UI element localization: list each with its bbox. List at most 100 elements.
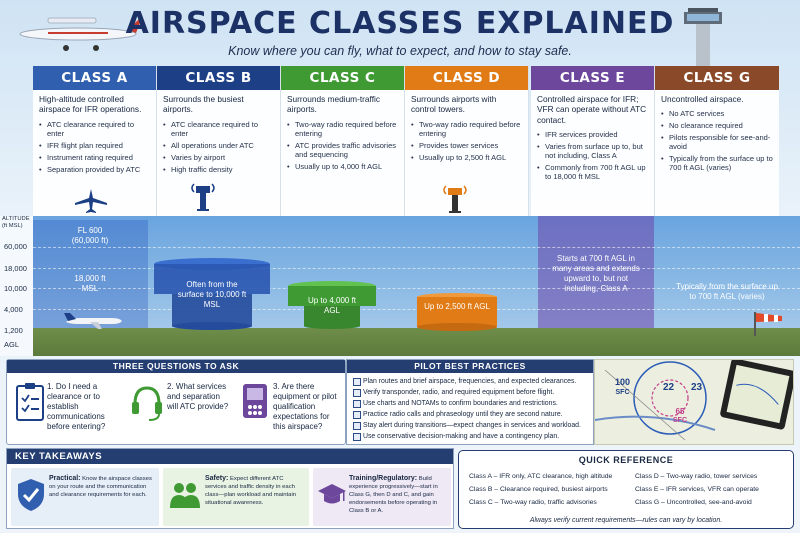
- list-item: Usually up to 4,000 ft AGL: [287, 162, 398, 171]
- ground-strip: [33, 328, 800, 356]
- control-tower-icon: [684, 8, 722, 68]
- list-item: ATC clearance required to enter: [39, 120, 150, 138]
- list-item: Stay alert during transitions—expect cha…: [353, 420, 587, 431]
- list-item: All operations under ATC: [163, 141, 274, 150]
- list-item: Use conservative decision-making and hav…: [353, 431, 587, 442]
- class-b-airspace-shape: [154, 258, 270, 330]
- three-questions-panel: THREE QUESTIONS TO ASK 1. Do I need a cl…: [6, 359, 346, 445]
- list-item: Separation provided by ATC: [39, 165, 150, 174]
- page-subtitle: Know where you can fly, what to expect, …: [228, 44, 572, 58]
- class-e-desc: Controlled airspace for IFR; VFR can ope…: [537, 94, 647, 125]
- list-item: Use charts and NOTAMs to confirm boundar…: [353, 398, 587, 409]
- list-item: High traffic density: [163, 165, 274, 174]
- clipboard-icon: [16, 383, 44, 421]
- column-class-g: CLASS G Uncontrolled airspace. No ATC se…: [655, 66, 779, 216]
- tower-signal-icon: [191, 183, 215, 211]
- list-item: Varies from surface up to, but not inclu…: [537, 142, 648, 160]
- class-a-top-label: FL 600(60,000 ft): [71, 226, 109, 245]
- shield-check-icon: [18, 479, 44, 511]
- class-g-desc: Uncontrolled airspace.: [661, 94, 744, 104]
- list-item: Varies by airport: [163, 153, 274, 162]
- class-d-desc: Surrounds airports with control towers.: [411, 94, 497, 115]
- takeaway-training-text: Training/Regulatory: Build experience pr…: [349, 475, 438, 514]
- altitude-gridline: [33, 268, 800, 269]
- column-class-a: CLASS A High-altitude controlled airspac…: [33, 66, 157, 216]
- altitude-axis: ALTITUDE(ft MSL) 60,000 18,000 10,000 4,…: [0, 216, 33, 356]
- class-b-zone-label: Often from the surface to 10,000 ft MSL: [177, 280, 247, 309]
- tower-signal-icon: [443, 185, 467, 213]
- list-item: Verify transponder, radio, and required …: [353, 387, 587, 398]
- quickref-line: Class A – IFR only, ATC clearance, high …: [469, 473, 613, 480]
- airliner-icon: [64, 313, 122, 329]
- quick-reference-panel: QUICK REFERENCE Class A – IFR only, ATC …: [458, 450, 794, 529]
- class-d-header: CLASS D: [405, 66, 528, 90]
- question-1-text: 1. Do I need a clearance or to establish…: [47, 382, 106, 431]
- header: AIRSPACE CLASSES EXPLAINED Know where yo…: [0, 0, 800, 68]
- class-columns: CLASS A High-altitude controlled airspac…: [33, 66, 780, 216]
- altitude-diagram: ALTITUDE(ft MSL) 60,000 18,000 10,000 4,…: [0, 216, 800, 356]
- class-d-airspace-shape: [417, 293, 497, 331]
- takeaway-training: Training/Regulatory: Build experience pr…: [313, 468, 451, 526]
- takeaway-practical: Practical: Know the airspace classes on …: [11, 468, 159, 526]
- altitude-tick: AGL: [4, 340, 20, 349]
- column-class-c: CLASS C Surrounds medium-traffic airport…: [281, 66, 405, 216]
- altitude-gridline: [33, 247, 800, 248]
- class-e-header: CLASS E: [531, 66, 654, 90]
- class-a-desc: High-altitude controlled airspace for IF…: [39, 94, 142, 115]
- list-item: Two-way radio required before entering: [287, 120, 398, 138]
- class-a-zone: [33, 220, 148, 328]
- class-g-zone-label: Typically from the surface up to 700 ft …: [676, 282, 778, 301]
- class-b-desc: Surrounds the busiest airports.: [163, 94, 244, 115]
- class-a-header: CLASS A: [33, 66, 156, 90]
- quick-reference-footer: Always verify current requirements—rules…: [529, 517, 723, 524]
- list-item: ATC clearance required to enter: [163, 120, 274, 138]
- quickref-line: Class C – Two-way radio, traffic advisor…: [469, 499, 597, 506]
- question-3-text: 3. Are there equipment or pilot qualific…: [273, 382, 337, 431]
- radio-device-icon: [243, 384, 267, 418]
- people-icon: [170, 483, 200, 508]
- takeaway-practical-text: Practical: Know the airspace classes on …: [49, 475, 152, 498]
- altitude-tick: 18,000: [4, 264, 27, 273]
- altitude-tick: 1,200: [4, 326, 23, 335]
- list-item: No clearance required: [661, 121, 773, 130]
- column-class-b: CLASS B Surrounds the busiest airports. …: [157, 66, 281, 216]
- list-item: Typically from the surface up to 700 ft …: [661, 154, 773, 172]
- chart-label: 22: [663, 382, 675, 393]
- best-practices-panel: PILOT BEST PRACTICES Plan routes and bri…: [346, 359, 594, 445]
- windsock-icon: [754, 312, 782, 336]
- class-c-airspace-shape: [288, 281, 376, 329]
- list-item: ATC provides traffic advisories and sequ…: [287, 141, 398, 159]
- class-c-header: CLASS C: [281, 66, 404, 90]
- quick-reference-title: QUICK REFERENCE: [578, 455, 674, 465]
- key-takeaways-title: KEY TAKEAWAYS: [7, 449, 453, 464]
- quickref-line: Class E – IFR services, VFR can operate: [635, 486, 759, 493]
- graduation-cap-icon: [318, 484, 346, 504]
- list-item: No ATC services: [661, 109, 773, 118]
- altitude-tick: 4,000: [4, 305, 23, 314]
- class-e-zone-label: Starts at 700 ft AGL in many areas and e…: [552, 254, 640, 293]
- altitude-tick: 10,000: [4, 284, 27, 293]
- list-item: Plan routes and brief airspace, frequenc…: [353, 376, 587, 387]
- list-item: Usually up to 2,500 ft AGL: [411, 153, 522, 162]
- altitude-axis-title: ALTITUDE(ft MSL): [2, 216, 30, 229]
- three-questions-title: THREE QUESTIONS TO ASK: [7, 360, 345, 373]
- takeaway-safety: Safety: Expect different ATC services an…: [163, 468, 309, 526]
- airplane-icon: [19, 17, 142, 51]
- altitude-gridline: [33, 309, 800, 310]
- best-practices-title: PILOT BEST PRACTICES: [347, 360, 593, 373]
- column-class-e: CLASS E Controlled airspace for IFR; VFR…: [531, 66, 655, 216]
- sectional-chart-graphic: [595, 360, 793, 444]
- class-d-zone-label: Up to 2,500 ft AGL: [424, 302, 490, 311]
- takeaway-safety-text: Safety: Expect different ATC services an…: [205, 475, 297, 506]
- chart-label: 23: [691, 382, 703, 393]
- list-item: IFR flight plan required: [39, 141, 150, 150]
- key-takeaways-panel: KEY TAKEAWAYS Practical: Know the airspa…: [6, 448, 454, 529]
- list-item: IFR services provided: [537, 130, 648, 139]
- column-class-d: CLASS D Surrounds airports with control …: [405, 66, 529, 216]
- quickref-line: Class D – Two-way radio, tower services: [635, 473, 758, 480]
- list-item: Two-way radio required before entering: [411, 120, 522, 138]
- headset-icon: [132, 386, 162, 421]
